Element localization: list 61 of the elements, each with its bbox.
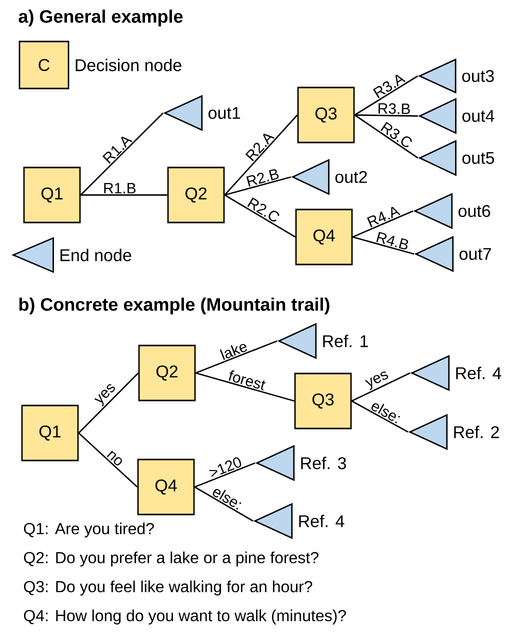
node-label: Decision node [76, 58, 182, 72]
decision-box: Q2 [167, 166, 225, 224]
edge-label: forest [228, 370, 266, 390]
question-text: Q1: Are you tired? [24, 522, 154, 538]
edge-label: R4.A [366, 206, 401, 228]
connector-line [194, 486, 254, 522]
node-label: Ref. 3 [301, 456, 346, 470]
decision-box: C [18, 40, 70, 90]
edge-label: yes [94, 384, 115, 407]
decision-box: Q3 [294, 372, 352, 430]
decision-box: Q4 [295, 208, 353, 266]
decision-box: Q3 [297, 86, 355, 144]
edge-label: else: [212, 489, 242, 510]
edge-label: R2.B [246, 169, 279, 187]
connector-line [354, 114, 418, 117]
connector-line [351, 400, 408, 433]
edge-label: no [106, 450, 122, 466]
edge-label: lake [220, 344, 248, 360]
node-label: out4 [462, 110, 494, 122]
question-text: Q2: Do you prefer a lake or a pine forest? [24, 552, 318, 566]
edge-label: yes [364, 371, 388, 390]
connector-line [351, 372, 410, 402]
decision-box: Q4 [137, 458, 195, 516]
edge-label: R1.B [104, 182, 136, 194]
node-label: Ref. 2 [454, 426, 499, 438]
edge-label: R2.C [247, 197, 280, 222]
node-label: Ref. 1 [323, 334, 368, 348]
node-label: Ref. 4 [299, 514, 344, 528]
node-label: out7 [460, 248, 492, 260]
edge-label: R3.B [378, 103, 410, 114]
edge-label: >120 [208, 457, 242, 478]
connector-line [352, 210, 414, 238]
connector-line [80, 112, 164, 196]
node-label: Ref. 4 [456, 366, 502, 380]
question-text: Q3: Do you feel like walking for an hour? [24, 580, 312, 596]
connector-line [78, 432, 138, 488]
connector-line [354, 75, 418, 116]
node-label: End node [60, 248, 132, 262]
connector-line [196, 372, 294, 402]
connector-line [80, 194, 168, 196]
node-label: out6 [458, 204, 490, 218]
node-label: out1 [208, 107, 240, 119]
connector-line [352, 236, 414, 255]
connector-line [195, 340, 278, 374]
node-label: out5 [462, 152, 494, 164]
connector-line [224, 114, 298, 196]
connector-line [78, 372, 139, 434]
edge-label: else: [371, 403, 400, 424]
decision-box: Q1 [23, 166, 81, 224]
question-text: Q4: How long do you want to walk (minutes)? [24, 610, 346, 624]
node-label: out2 [335, 170, 367, 184]
decision-box: Q2 [138, 344, 196, 402]
section-heading: b) Concrete example (Mountain trail) [19, 298, 330, 314]
node-label: out3 [462, 70, 494, 82]
connector-line [194, 462, 256, 488]
edge-label: R4.B [376, 232, 408, 250]
connector-line [354, 114, 418, 159]
connector-line [224, 194, 296, 238]
connector-line [224, 176, 292, 196]
decision-box: Q1 [21, 404, 79, 462]
edge-label: R3.A [373, 74, 406, 98]
